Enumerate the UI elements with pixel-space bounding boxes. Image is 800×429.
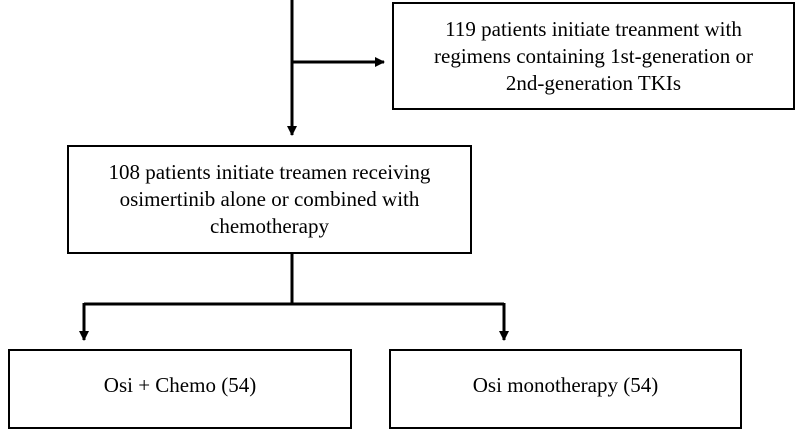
osimertinib-patients-line-3: chemotherapy (210, 214, 329, 238)
osimertinib-patients-line-1: 108 patients initiate treamen receiving (108, 160, 431, 184)
osi-chemo-label: Osi + Chemo (54) (103, 373, 257, 397)
osi-chemo-box: Osi + Chemo (54) (8, 349, 352, 429)
tki-patients-line-3: 2nd-generation TKIs (505, 70, 682, 95)
osi-monotherapy-box: Osi monotherapy (54) (389, 349, 742, 429)
osimertinib-patients-box: 108 patients initiate treamen receiving … (67, 145, 472, 254)
osimertinib-patients-text: 108 patients initiate treamen receiving … (109, 159, 431, 240)
tki-patients-line-1: 119 patients initiate treanment with (445, 16, 742, 41)
osimertinib-patients-line-2: osimertinib alone or combined with (119, 187, 420, 211)
flowchart-connectors (79, 0, 509, 341)
tki-patients-line-2: regimens containing 1st-generation or (434, 43, 753, 68)
osi-monotherapy-label: Osi monotherapy (54) (472, 373, 659, 397)
tki-patients-box: 119 patients initiate treanment with reg… (392, 2, 795, 110)
tki-patients-text: 119 patients initiate treanment with reg… (434, 16, 753, 97)
